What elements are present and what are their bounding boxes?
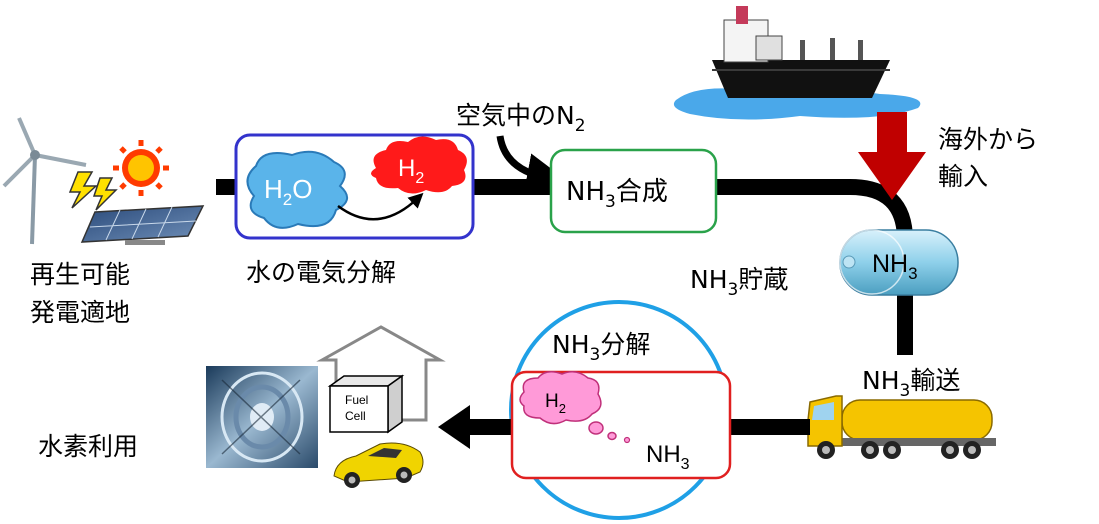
import-label-line2: 輸入: [938, 162, 988, 191]
solar-panel-icon: [80, 205, 205, 245]
lightning-icon: [68, 171, 118, 211]
decomposition-h2-label: H2: [545, 391, 566, 416]
nh3-synthesis-label: NH3合成: [566, 177, 668, 212]
fuel-cell-icon: Fuel Cell: [327, 374, 405, 434]
turbine-photo-icon: [206, 366, 318, 468]
sun-icon: [113, 140, 169, 196]
tanker-truck-icon: [807, 395, 996, 459]
ship-icon: [673, 6, 921, 120]
water-blob: [246, 150, 348, 229]
fuel-cell-label-line2: Cell: [345, 409, 366, 423]
wind-turbine-icon: [2, 117, 87, 245]
air-n2-label: 空気中のN2: [456, 101, 586, 136]
h2-cloud-label: H2: [398, 155, 424, 187]
import-arrow: [858, 112, 926, 200]
electrolysis-label: 水の電気分解: [246, 258, 396, 287]
renewable-label-line1: 再生可能: [30, 260, 130, 289]
decomposition-nh3-label: NH3: [646, 441, 690, 473]
nh3-transport-label: NH3輸送: [862, 366, 960, 401]
tank-label: NH3: [872, 250, 918, 283]
renewable-label-line2: 発電適地: [30, 298, 130, 327]
nh3-synthesis-box: [549, 148, 718, 234]
nh3-storage-label: NH3貯蔵: [690, 265, 788, 300]
decomposition-h2-cloud: [519, 371, 602, 425]
hydrogen-use-label: 水素利用: [38, 432, 138, 461]
electrolysis-arrow: [337, 192, 424, 221]
nh3-storage-tank: [839, 229, 959, 296]
car-icon: [333, 442, 424, 488]
thought-bubble-dots: [588, 421, 631, 444]
water-formula: H2O: [264, 174, 312, 209]
import-label-line1: 海外から: [938, 125, 1038, 154]
air-n2-arrow: [496, 135, 569, 195]
flow-arrowhead: [438, 405, 470, 449]
h2-cloud: [371, 136, 467, 194]
fuel-cell-label-line1: Fuel: [345, 393, 368, 407]
nh3-decomposition-label: NH3分解: [552, 330, 650, 365]
